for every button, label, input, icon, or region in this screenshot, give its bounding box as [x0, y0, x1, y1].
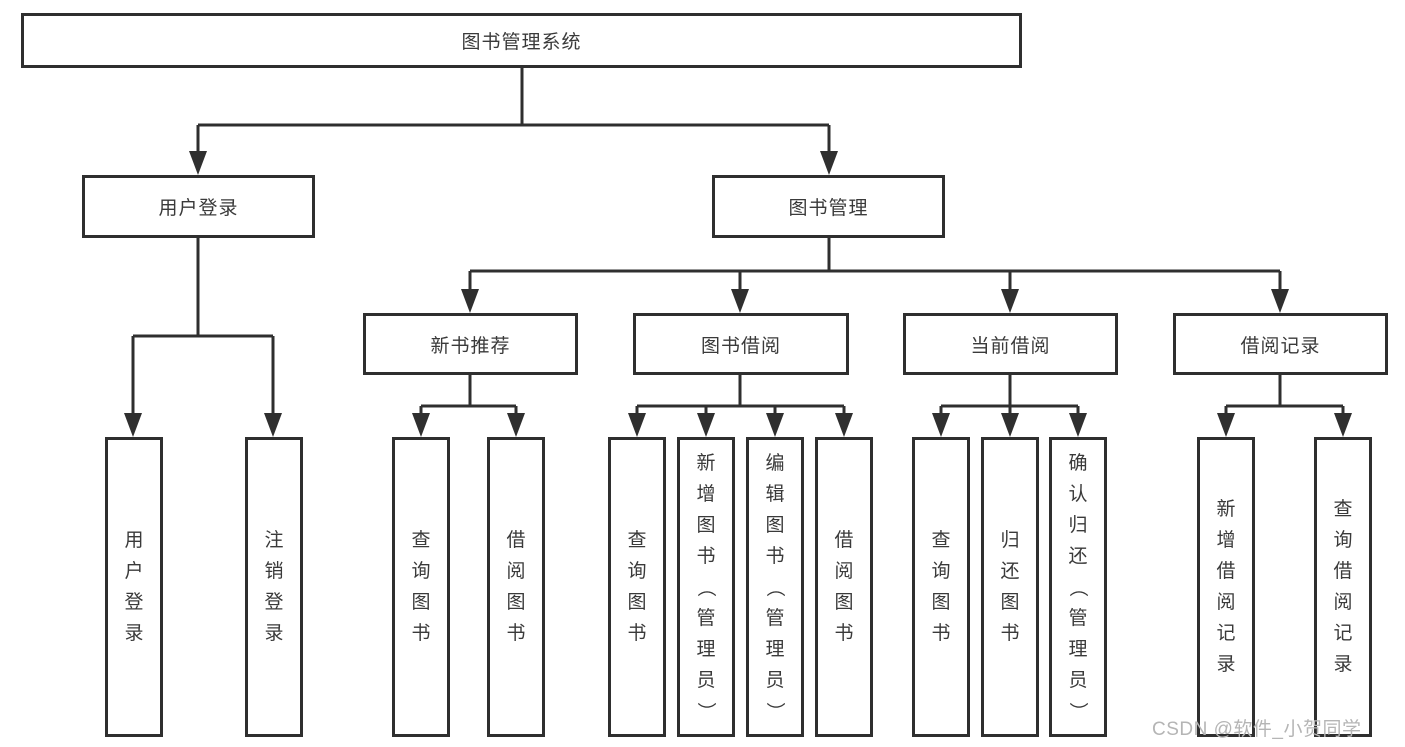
- leaf-records-add-borrow-record: 新增借阅记录: [1197, 437, 1255, 737]
- leaf-borrowing-borrow-books: 借阅图书: [815, 437, 873, 737]
- csdn-watermark: CSDN @软件_小贺同学: [1152, 719, 1362, 740]
- node-user-login: 用户登录: [82, 175, 315, 238]
- leaf-borrowing-query-books: 查询图书: [608, 437, 666, 737]
- leaf-logout-login: 注销登录: [245, 437, 303, 737]
- leaf-current-return-books: 归还图书: [981, 437, 1039, 737]
- leaf-recommend-borrow-books: 借阅图书: [487, 437, 545, 737]
- leaf-current-confirm-return-admin: 确认归还（管理员）: [1049, 437, 1107, 737]
- node-new-book-recommendation: 新书推荐: [363, 313, 578, 375]
- node-book-borrowing: 图书借阅: [633, 313, 849, 375]
- arrowheads: [124, 151, 1352, 437]
- leaf-user-login: 用户登录: [105, 437, 163, 737]
- leaf-borrowing-add-books-admin: 新增图书（管理员）: [677, 437, 735, 737]
- leaf-borrowing-edit-books-admin: 编辑图书（管理员）: [746, 437, 804, 737]
- leaf-current-query-books: 查询图书: [912, 437, 970, 737]
- node-book-management: 图书管理: [712, 175, 945, 238]
- node-borrowing-records: 借阅记录: [1173, 313, 1388, 375]
- node-root: 图书管理系统: [21, 13, 1022, 68]
- leaf-recommend-query-books: 查询图书: [392, 437, 450, 737]
- leaf-records-query-borrow-record: 查询借阅记录: [1314, 437, 1372, 737]
- node-current-borrowing: 当前借阅: [903, 313, 1118, 375]
